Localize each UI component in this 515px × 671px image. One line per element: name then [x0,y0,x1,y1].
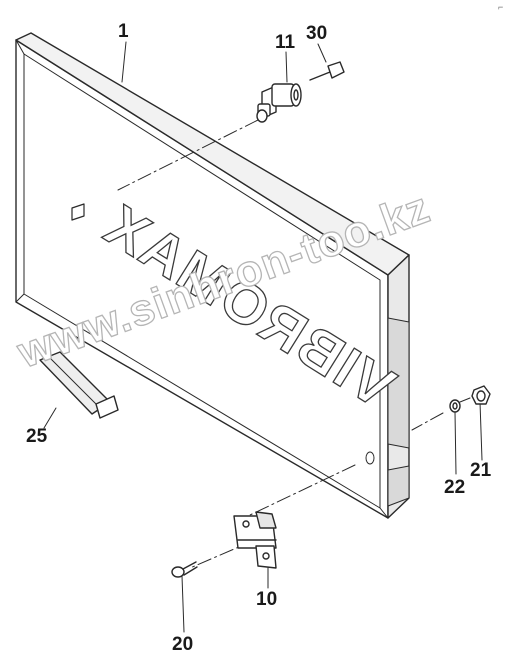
callout-part-11: 11 [275,32,296,53]
profile-strip-part [39,351,119,419]
callout-part-20: 20 [172,634,194,655]
door-panel [15,32,410,519]
lock-cylinder-part [256,83,302,123]
callout-part-30: 30 [306,23,328,44]
callout-part-1: 1 [118,21,129,42]
corner-mark: ⌐ [498,2,504,12]
cap-nut-part [471,385,491,405]
callout-part-22: 22 [444,477,466,498]
leader-lines [43,41,483,633]
hinge-part [233,511,277,569]
callout-part-10: 10 [256,589,278,610]
callout-part-25: 25 [26,426,48,447]
callout-part-21: 21 [470,460,492,481]
axis-lines [117,119,471,569]
screw-part [171,561,198,578]
key-part [309,61,345,81]
nut-part [449,399,461,413]
